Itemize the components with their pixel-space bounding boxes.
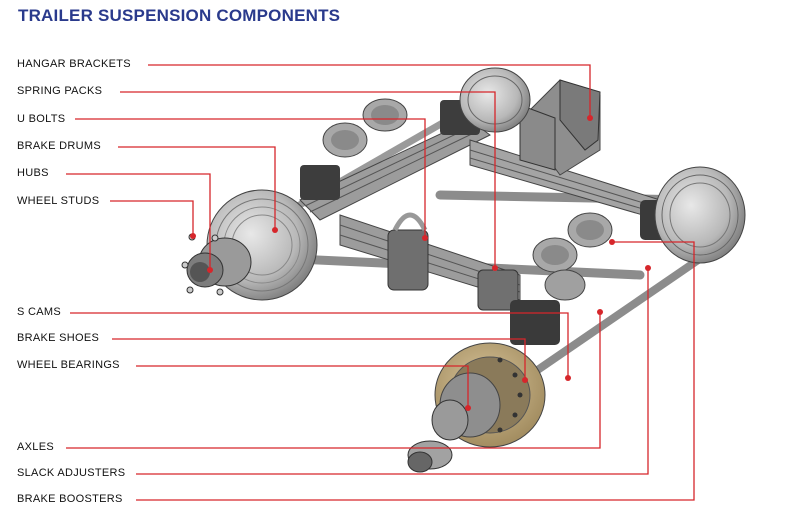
- leader-dots: [190, 115, 651, 411]
- leader-lines: [66, 64, 695, 501]
- brake-assembly-front-bottom: [407, 342, 546, 473]
- label-spring-packs: SPRING PACKS: [17, 85, 103, 97]
- leader-brake-drums: [118, 146, 276, 230]
- label-brake-boosters: BRAKE BOOSTERS: [17, 493, 123, 505]
- leader-brake-boosters: [136, 241, 695, 501]
- leader-u-bolts: [75, 118, 426, 238]
- label-wheel-studs: WHEEL STUDS: [17, 195, 100, 207]
- label-hubs: HUBS: [17, 167, 49, 179]
- label-slack-adjusters: SLACK ADJUSTERS: [17, 467, 126, 479]
- label-axles: AXLES: [17, 441, 54, 453]
- leader-slack-adjusters: [136, 268, 649, 475]
- label-s-cams: S CAMS: [17, 306, 61, 318]
- diagram-title: TRAILER SUSPENSION COMPONENTS: [18, 6, 341, 25]
- leader-wheel-studs: [110, 200, 194, 236]
- label-wheel-bearings: WHEEL BEARINGS: [17, 359, 120, 371]
- hub-front-left: [181, 233, 252, 296]
- leader-brake-shoes: [112, 338, 526, 380]
- label-hangar-brackets: HANGAR BRACKETS: [17, 58, 131, 70]
- brake-chambers-rear: [300, 98, 480, 200]
- leader-wheel-bearings: [136, 365, 469, 408]
- label-brake-drums: BRAKE DRUMS: [17, 140, 101, 152]
- label-brake-shoes: BRAKE SHOES: [17, 332, 100, 344]
- leader-spring-packs: [120, 91, 496, 268]
- leader-hubs: [66, 173, 211, 270]
- u-bolt-housing: [387, 212, 519, 311]
- label-u-bolts: U BOLTS: [17, 113, 66, 125]
- leader-axles: [66, 312, 601, 449]
- brake-chambers-front: [510, 200, 685, 345]
- brake-drum-rear-right: [654, 166, 746, 264]
- leader-hangar-brackets: [148, 64, 591, 118]
- leader-s-cams: [70, 312, 569, 378]
